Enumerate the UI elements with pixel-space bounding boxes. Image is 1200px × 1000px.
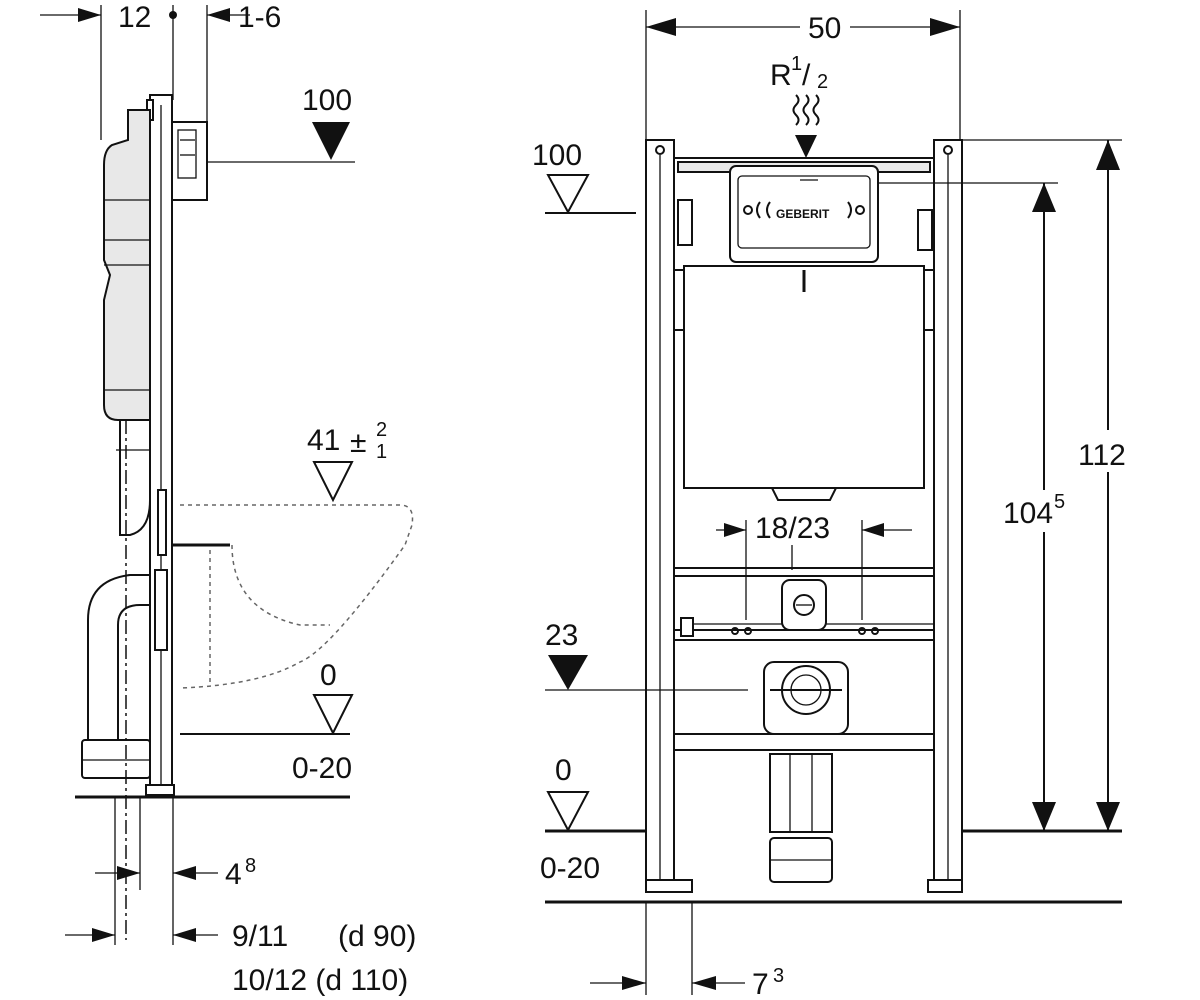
side-drain-bend <box>87 574 151 741</box>
front-dim-18-23-label: 18/23 <box>755 512 830 545</box>
side-level-41-minus: 1 <box>376 441 387 463</box>
side-level-41-marker <box>312 461 354 503</box>
side-dim-10-12-label: 10/12 (d 110) <box>232 964 408 997</box>
front-height-104-label: 104 <box>1003 497 1053 530</box>
front-connection-label: R <box>770 59 792 92</box>
front-level-100-label: 100 <box>532 139 582 172</box>
side-actuator-box <box>171 121 208 201</box>
front-dim-7-label: 7 <box>752 968 769 1000</box>
side-toilet-outline <box>179 504 414 689</box>
svg-text:±: ± <box>350 426 366 459</box>
front-view: 50 R 1 / 2 GEBERIT 100 <box>532 10 1146 1000</box>
svg-text:/: / <box>802 59 811 92</box>
side-dim-9-11-label: 9/11 <box>232 920 288 953</box>
front-level-0-marker <box>546 791 590 833</box>
dim-top-right-label: 1-6 <box>238 1 281 34</box>
front-level-23-marker <box>548 655 588 690</box>
front-crossbar-middle <box>673 629 935 641</box>
front-cistern-body <box>683 265 925 489</box>
side-level-0-label: 0 <box>320 659 337 692</box>
front-level-0-label: 0 <box>555 754 572 787</box>
dim-top-left-label: 12 <box>118 1 151 34</box>
front-brand-label: GEBERIT <box>776 207 830 221</box>
front-connection-sub: 2 <box>817 71 828 93</box>
front-width-50-label: 50 <box>808 12 841 45</box>
front-connection-sup: 1 <box>791 53 802 75</box>
front-level-100-marker <box>546 174 590 215</box>
front-crossbar-lower <box>673 733 935 751</box>
side-level-41-label: 41 <box>307 424 340 457</box>
front-crossbar-upper <box>673 567 935 577</box>
front-range-0-20-label: 0-20 <box>540 852 600 885</box>
side-flush-pipe <box>119 419 151 536</box>
side-level-41-plus: 2 <box>376 419 387 441</box>
front-level-23-label: 23 <box>545 619 578 652</box>
side-range-0-20-label: 0-20 <box>292 752 352 785</box>
side-level-100-marker <box>312 122 350 160</box>
front-height-104-sup: 5 <box>1054 491 1065 513</box>
front-actuator-plate <box>729 165 879 263</box>
front-dim-7-sup: 3 <box>773 965 784 987</box>
side-dim-d90-label: (d 90) <box>338 920 416 953</box>
side-level-0-marker <box>312 694 354 736</box>
side-dim-4-sup: 8 <box>245 855 256 877</box>
side-view: 12 1-6 100 <box>40 1 416 997</box>
side-dim-4-label: 4 <box>225 858 242 891</box>
side-level-100-label: 100 <box>302 84 352 117</box>
front-drain-connector <box>763 661 849 735</box>
front-height-112-label: 112 <box>1078 439 1126 472</box>
side-drain-outlet <box>81 739 151 779</box>
